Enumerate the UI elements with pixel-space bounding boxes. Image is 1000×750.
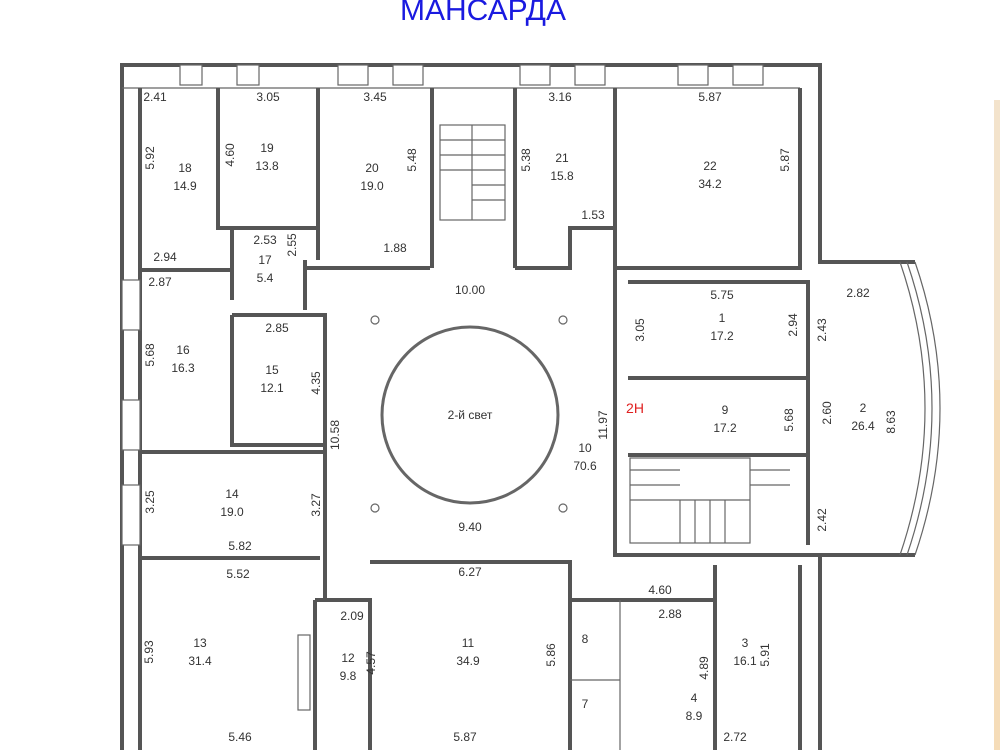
dimension-label: 2.82: [846, 286, 870, 300]
dimension-label: 5.87: [698, 90, 722, 104]
room-area: 17.2: [710, 329, 734, 343]
dimension-label: 3.05: [633, 318, 647, 342]
dimension-label: 5.86: [544, 643, 558, 667]
room-area: 26.4: [851, 419, 875, 433]
dimension-label: 3.05: [256, 90, 280, 104]
dimension-label: 3.25: [143, 490, 157, 514]
dimension-label: 2.41: [143, 90, 167, 104]
dimension-label: 4.35: [309, 371, 323, 395]
room-number: 13: [193, 636, 207, 650]
side-strip: [994, 380, 1000, 750]
room-number: 12: [341, 651, 355, 665]
staircases: [439, 124, 790, 544]
room-area: 15.8: [550, 169, 574, 183]
room-area: 8.9: [686, 709, 703, 723]
room-number: 8: [582, 632, 589, 646]
dimension-label: 2.60: [820, 401, 834, 425]
dimension-label: 5.46: [228, 730, 252, 744]
room-area: 34.9: [456, 654, 480, 668]
room-number: 10: [578, 441, 592, 455]
room-area: 5.4: [257, 271, 274, 285]
dimension-label: 5.52: [226, 567, 250, 581]
dimension-label: 3.27: [309, 493, 323, 517]
dimension-label: 2.09: [340, 609, 364, 623]
room-number: 2: [860, 401, 867, 415]
room-area: 17.2: [713, 421, 737, 435]
center-label: 2-й свет: [448, 408, 493, 422]
dimension-label: 2.53: [253, 233, 277, 247]
room-number: 14: [225, 487, 239, 501]
dimension-label: 5.68: [782, 408, 796, 432]
dimension-label: 2.72: [723, 730, 747, 744]
marker-2h: 2H: [626, 400, 644, 416]
room-number: 1: [719, 311, 726, 325]
dimension-label: 5.93: [142, 640, 156, 664]
dimension-label: 2.42: [815, 508, 829, 532]
room-area: 19.0: [220, 505, 244, 519]
room-labels: 117.2 226.4 316.1 48.9 7 8 917.2 1070.6 …: [171, 141, 875, 723]
plan-title: МАНСАРДА: [400, 0, 566, 27]
room-area: 12.1: [260, 381, 284, 395]
room-area: 16.3: [171, 361, 195, 375]
room-number: 3: [742, 636, 749, 650]
room-number: 4: [691, 691, 698, 705]
dimension-label: 2.87: [148, 275, 172, 289]
room-area: 31.4: [188, 654, 212, 668]
dimension-label: 2.43: [815, 318, 829, 342]
walls: [120, 63, 941, 750]
dimension-label: 4.60: [648, 583, 672, 597]
dimension-label: 4.89: [697, 656, 711, 680]
dimension-label: 5.92: [143, 146, 157, 170]
dimension-label: 5.75: [710, 288, 734, 302]
dimension-label: 5.38: [519, 148, 533, 172]
room-number: 19: [260, 141, 274, 155]
room-number: 17: [258, 253, 272, 267]
dimension-label: 4.60: [223, 143, 237, 167]
dimension-label: 2.88: [658, 607, 682, 621]
windows: [121, 64, 764, 711]
dimension-label: 6.27: [458, 565, 482, 579]
dimension-label: 5.68: [143, 343, 157, 367]
dimension-label: 3.45: [363, 90, 387, 104]
room-number: 7: [582, 697, 589, 711]
dimension-label: 3.16: [548, 90, 572, 104]
dimension-label: 11.97: [596, 410, 610, 439]
room-area: 34.2: [698, 177, 722, 191]
dimension-label: 2.94: [153, 250, 177, 264]
dimension-label: 5.48: [405, 148, 419, 172]
dimension-label: 5.87: [453, 730, 477, 744]
column-markers: [370, 315, 568, 513]
dimension-label: 4.57: [364, 651, 378, 675]
dimension-label: 5.91: [758, 643, 772, 667]
room-number: 9: [722, 403, 729, 417]
dimension-label: 8.63: [884, 410, 898, 434]
room-area: 14.9: [173, 179, 197, 193]
dimension-label: 2.94: [786, 313, 800, 337]
dimension-label: 9.40: [458, 520, 482, 534]
room-area: 13.8: [255, 159, 279, 173]
dimension-label: 10.00: [455, 283, 485, 297]
dimension-label: 2.85: [265, 321, 289, 335]
dimension-label: 1.88: [383, 241, 407, 255]
dimension-label: 5.87: [778, 148, 792, 172]
room-number: 20: [365, 161, 379, 175]
dimension-label: 2.55: [285, 233, 299, 257]
double-height-void: [380, 325, 560, 505]
room-number: 15: [265, 363, 279, 377]
room-number: 22: [703, 159, 717, 173]
room-number: 18: [178, 161, 192, 175]
room-number: 16: [176, 343, 190, 357]
room-area: 70.6: [573, 459, 597, 473]
room-area: 9.8: [340, 669, 357, 683]
dimension-label: 10.58: [328, 420, 342, 450]
room-area: 19.0: [360, 179, 384, 193]
room-area: 16.1: [733, 654, 757, 668]
room-number: 11: [462, 636, 475, 650]
dimension-label: 5.82: [228, 539, 252, 553]
side-strip: [994, 100, 1000, 380]
dimension-label: 1.53: [581, 208, 605, 222]
room-number: 21: [555, 151, 569, 165]
